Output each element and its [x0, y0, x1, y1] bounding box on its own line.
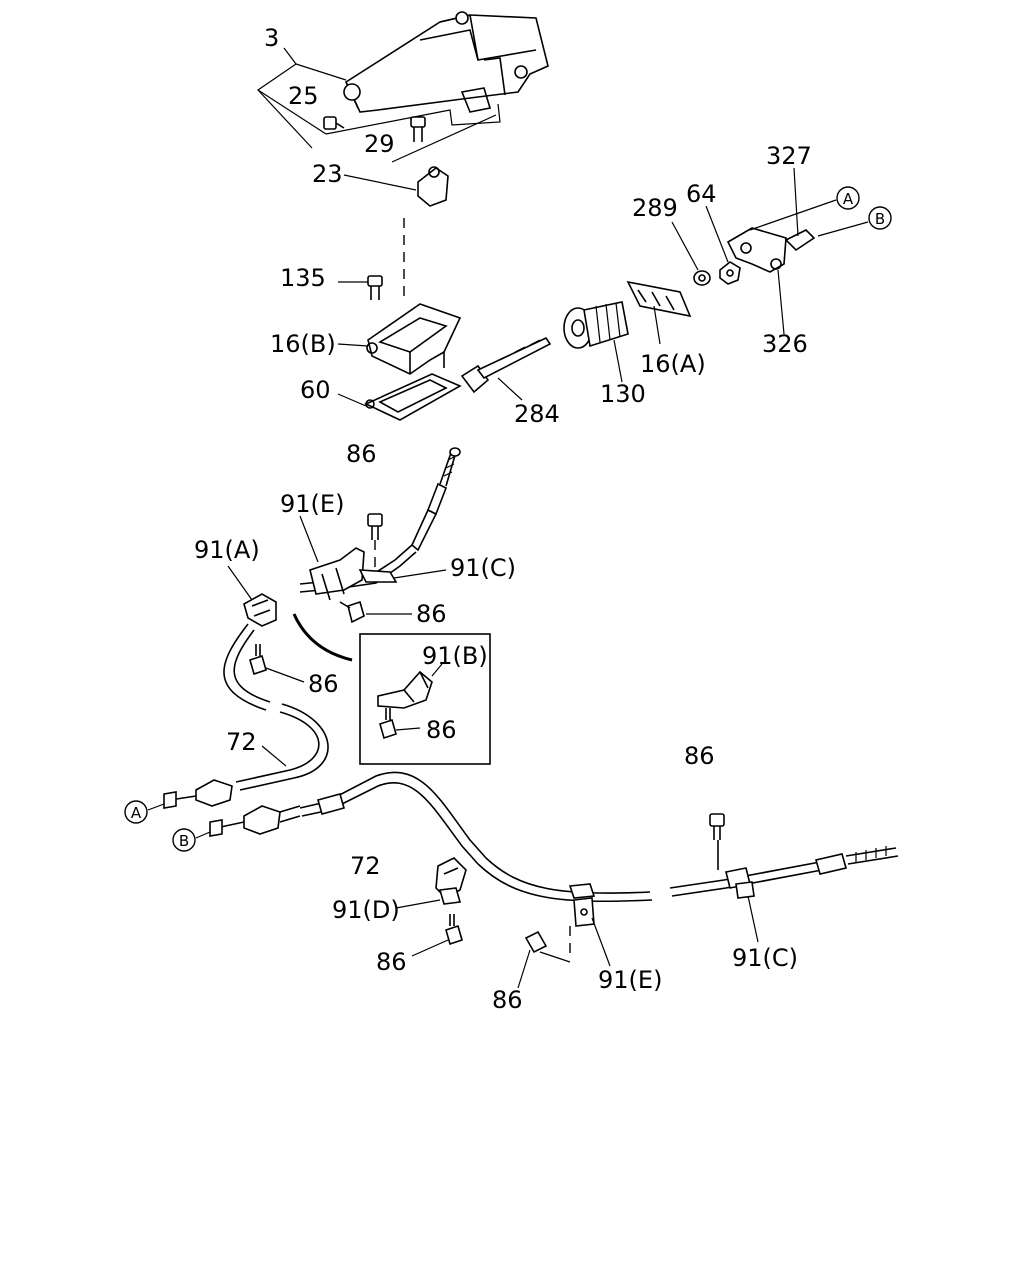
bolt-135 — [338, 275, 383, 300]
label-16a: 16(A) — [640, 350, 706, 378]
bolt-86-bottom-left — [411, 914, 463, 957]
inset-pointer-arc — [292, 613, 353, 662]
rod-284 — [460, 336, 552, 401]
label-284: 284 — [514, 400, 560, 428]
cable-end-b — [195, 805, 301, 839]
label-64: 64 — [686, 180, 717, 208]
label-91d: 91(D) — [332, 896, 400, 924]
label-3: 3 — [264, 24, 279, 52]
rear-cable-lower — [299, 771, 899, 903]
clip-91d — [395, 857, 467, 909]
label-29: 29 — [364, 130, 395, 158]
lever-326 — [726, 227, 787, 335]
label-86-bl: 86 — [376, 948, 407, 976]
label-91e-bot: 91(E) — [598, 966, 662, 994]
nut-64 — [705, 205, 741, 285]
bolt-86-mid — [339, 600, 412, 624]
label-91c-top: 91(C) — [450, 554, 516, 582]
boot-16b — [337, 303, 462, 375]
bracket-91e-top — [299, 515, 365, 601]
label-86-mid: 86 — [416, 600, 447, 628]
label-86-left: 86 — [308, 670, 339, 698]
bracket-91e-bottom — [539, 883, 611, 967]
label-91a: 91(A) — [194, 536, 260, 564]
lever-assembly — [343, 11, 549, 113]
label-91c-bot: 91(C) — [732, 944, 798, 972]
clip-16a — [626, 280, 692, 345]
callout-b-top: B — [868, 206, 892, 230]
bracket-91c-top — [358, 569, 447, 583]
callout-a-top-letter: A — [843, 190, 854, 208]
bolt-29 — [410, 116, 426, 142]
part-23-bracket — [417, 166, 449, 207]
label-326: 326 — [762, 330, 808, 358]
bolt-86-bottom-center — [517, 930, 548, 989]
label-135: 135 — [280, 264, 326, 292]
spring-130 — [563, 301, 629, 383]
label-130: 130 — [600, 380, 646, 408]
label-72-top: 72 — [226, 728, 257, 756]
inset-box-91b — [359, 633, 491, 765]
bolt-327 — [784, 167, 816, 252]
label-16b: 16(B) — [270, 330, 336, 358]
leader-lines-top — [256, 47, 501, 191]
plate-60 — [337, 373, 462, 421]
cable-72-left — [223, 623, 329, 791]
callout-a-left: A — [124, 800, 148, 824]
label-25: 25 — [288, 82, 319, 110]
clip-91a — [227, 565, 277, 627]
cable-end-a — [147, 779, 233, 811]
label-289: 289 — [632, 194, 678, 222]
washer-289 — [671, 221, 711, 286]
label-91b: 91(B) — [422, 642, 488, 670]
leader-a-top — [749, 199, 837, 231]
callout-a-top: A — [836, 186, 860, 210]
bolt-25 — [323, 116, 345, 130]
callout-a-left-letter: A — [131, 804, 142, 822]
label-72-bot: 72 — [350, 852, 381, 880]
label-86-top: 86 — [346, 440, 377, 468]
label-86-inset: 86 — [426, 716, 457, 744]
bracket-91c-bottom — [717, 840, 759, 943]
label-23: 23 — [312, 160, 343, 188]
label-86-bc: 86 — [492, 986, 523, 1014]
label-86-right: 86 — [684, 742, 715, 770]
bolt-86-top — [367, 513, 383, 570]
bolt-86-left — [249, 644, 305, 683]
label-327: 327 — [766, 142, 812, 170]
callout-b-left: B — [172, 828, 196, 852]
callout-b-left-letter: B — [179, 832, 189, 850]
part-labels: 3 25 29 23 135 16(B) 60 284 130 16(A) 28… — [194, 24, 812, 1014]
leader-b-top — [817, 221, 869, 237]
callout-b-top-letter: B — [875, 210, 885, 228]
bolt-86-right — [709, 813, 725, 840]
label-91e-top: 91(E) — [280, 490, 344, 518]
label-60: 60 — [300, 376, 331, 404]
